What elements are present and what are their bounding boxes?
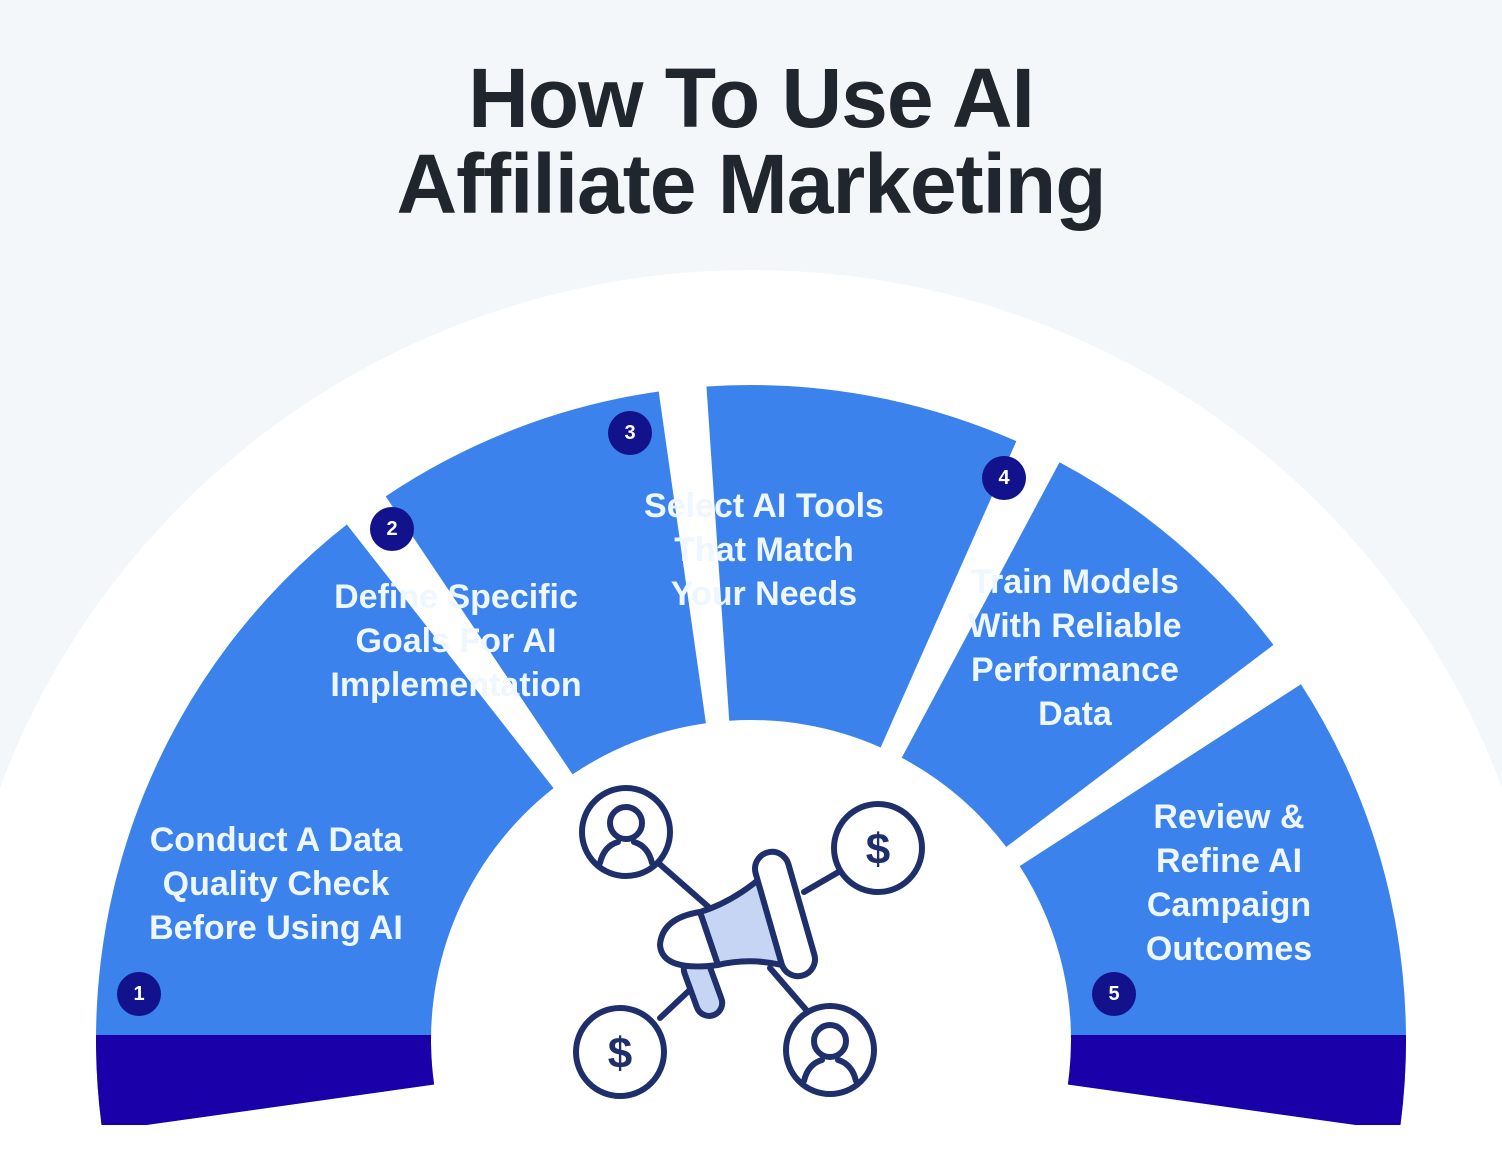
svg-text:$: $ xyxy=(608,1029,632,1078)
page-title: How To Use AI Affiliate Marketing xyxy=(0,55,1502,227)
step-1-segment xyxy=(96,524,554,1125)
connector-line xyxy=(767,965,811,1015)
step-1-badge: 1 xyxy=(117,972,161,1016)
step-5-badge: 5 xyxy=(1092,972,1136,1016)
person-icon xyxy=(579,785,673,879)
step-4-segment xyxy=(901,462,1274,847)
person-icon xyxy=(783,1003,877,1097)
connector-line xyxy=(801,867,845,895)
step-2-segment xyxy=(385,391,706,775)
svg-text:$: $ xyxy=(866,825,890,874)
step-4-badge: 4 xyxy=(982,456,1026,500)
dollar-icon: $ xyxy=(573,1005,667,1099)
step-3-segment xyxy=(706,385,1017,748)
connector-line xyxy=(652,857,715,913)
step-2-badge: 2 xyxy=(370,507,414,551)
title-line-2: Affiliate Marketing xyxy=(396,137,1106,231)
dollar-icon: $ xyxy=(831,801,925,895)
title-line-1: How To Use AI xyxy=(468,51,1035,145)
step-3-badge: 3 xyxy=(608,411,652,455)
megaphone-network-icon: $ $ xyxy=(573,785,925,1099)
